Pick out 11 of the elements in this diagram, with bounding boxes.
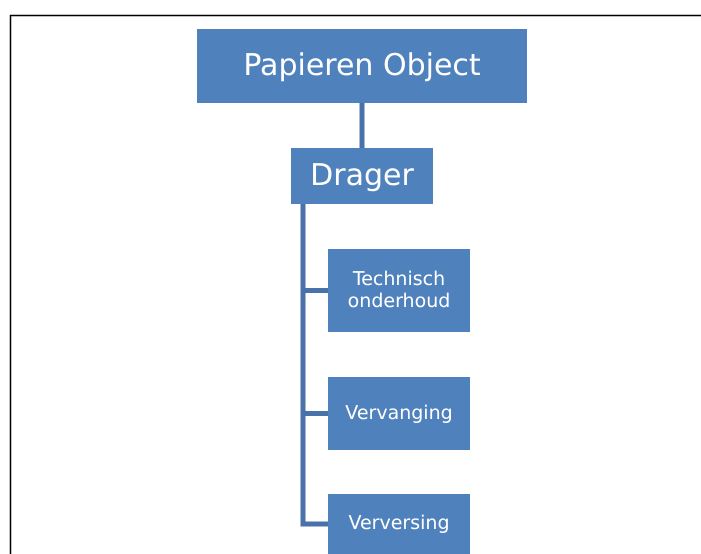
box-label: Drager (310, 158, 414, 194)
box-label: Vervanging (345, 402, 453, 424)
hierarchy-box (328, 249, 470, 332)
box-label: Verversing (348, 513, 450, 535)
connector-line (360, 103, 364, 148)
box-label: Papieren Object (243, 48, 481, 84)
hierarchy-box (291, 148, 433, 204)
hierarchy-box (328, 377, 470, 450)
hierarchy-box (197, 29, 527, 103)
hierarchy-box (328, 494, 470, 554)
box-label: Technisch onderhoud (346, 268, 452, 312)
